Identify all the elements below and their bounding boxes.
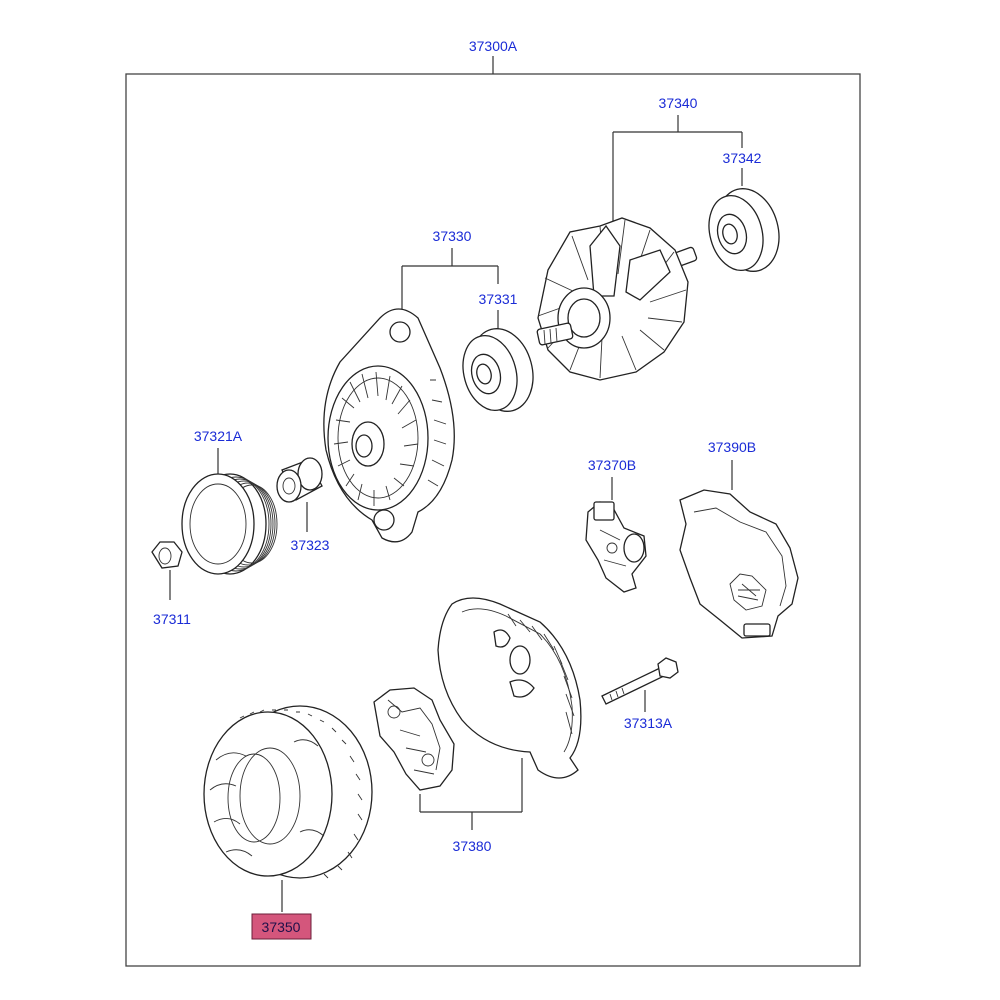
front-bearing — [462, 328, 534, 412]
label-37300A[interactable]: 37300A — [469, 38, 518, 54]
front-bracket — [323, 308, 455, 543]
nut — [151, 541, 183, 569]
regulator — [585, 501, 647, 593]
rotor — [536, 217, 698, 381]
label-37340[interactable]: 37340 — [659, 95, 698, 111]
label-37350[interactable]: 37350 — [262, 919, 301, 935]
rear-bracket — [437, 597, 582, 779]
label-37350-highlight — [251, 913, 312, 940]
rear-cover — [679, 489, 799, 639]
rotor-bearing — [708, 188, 780, 272]
spacer — [276, 457, 323, 503]
label-37331[interactable]: 37331 — [479, 291, 518, 307]
through-bolt — [601, 657, 679, 705]
label-37370B[interactable]: 37370B — [588, 457, 636, 473]
label-37313A[interactable]: 37313A — [624, 715, 673, 731]
label-37342[interactable]: 37342 — [723, 150, 762, 166]
stator — [203, 705, 373, 879]
pulley — [181, 473, 278, 575]
rectifier — [373, 687, 455, 791]
label-37323[interactable]: 37323 — [291, 537, 330, 553]
label-37330[interactable]: 37330 — [433, 228, 472, 244]
label-37380[interactable]: 37380 — [453, 838, 492, 854]
label-37321A[interactable]: 37321A — [194, 428, 243, 444]
label-37311[interactable]: 37311 — [153, 611, 191, 627]
label-37390B[interactable]: 37390B — [708, 439, 756, 455]
